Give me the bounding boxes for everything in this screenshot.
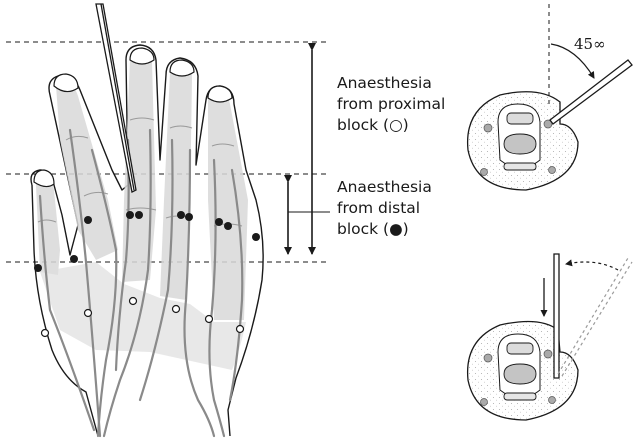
- distal-point: [215, 218, 223, 226]
- section-needle-vertical: [554, 254, 559, 378]
- distal-label-line-1: Anaesthesia: [337, 177, 432, 198]
- distal-block-label: Anaesthesia from distal block (●): [337, 177, 432, 240]
- nail-thumb-side: [208, 86, 232, 102]
- cross-section-angled: [468, 4, 632, 190]
- proximal-point: [85, 310, 92, 317]
- distal-label-line-2: from distal: [337, 198, 432, 219]
- section-needle: [550, 60, 632, 124]
- needle-previous-position: [562, 262, 632, 376]
- proximal-point: [206, 316, 213, 323]
- proximal-point: [237, 326, 244, 333]
- tendon-upper: [507, 113, 533, 124]
- proximal-block-label: Anaesthesia from proximal block (○): [337, 73, 445, 136]
- proximal-point: [173, 306, 180, 313]
- proximal-label-line-1: Anaesthesia: [337, 73, 445, 94]
- proximal-point: [130, 298, 137, 305]
- proximal-label-line-2: from proximal: [337, 94, 445, 115]
- proximal-point: [42, 330, 49, 337]
- tendon-lower-2: [504, 393, 536, 400]
- nail-little: [34, 170, 54, 187]
- range-arrows: [288, 50, 330, 254]
- distal-point: [185, 213, 193, 221]
- bone-section-2: [504, 364, 536, 384]
- needle-previous-position-2: [558, 258, 628, 374]
- tendon-upper-2: [507, 343, 533, 354]
- rotation-arc-arrow: [566, 262, 618, 270]
- distal-point: [126, 211, 134, 219]
- distal-point: [224, 222, 232, 230]
- needle-angle-label: 45∞: [574, 34, 606, 55]
- hand: [31, 4, 263, 436]
- distal-point: [252, 233, 260, 241]
- distal-point: [135, 211, 143, 219]
- distal-point: [34, 264, 42, 272]
- nail-middle: [130, 48, 154, 64]
- distal-point: [177, 211, 185, 219]
- distal-point: [84, 216, 92, 224]
- bone-section: [504, 134, 536, 154]
- distal-point: [70, 255, 78, 263]
- tendon-lower: [504, 163, 536, 170]
- nail-ring: [54, 74, 78, 92]
- distal-label-line-3: block (●): [337, 219, 432, 240]
- cross-section-vertical: [468, 254, 632, 420]
- proximal-label-line-3: block (○): [337, 115, 445, 136]
